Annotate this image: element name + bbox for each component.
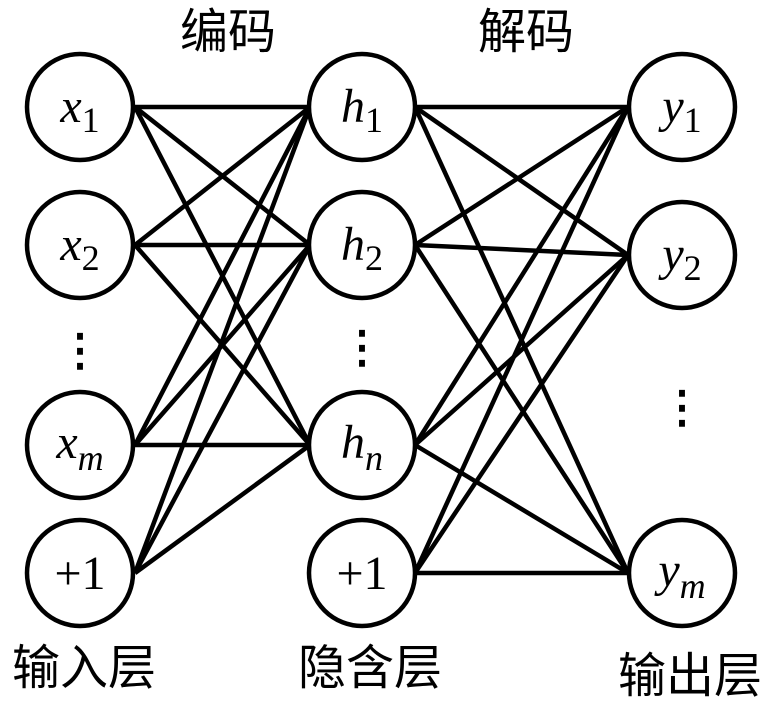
node-label: x2 <box>59 218 99 278</box>
input-node-xm: xm <box>24 389 136 501</box>
output-layer-label: 输出层 <box>618 648 762 704</box>
node-label: xm <box>55 416 103 478</box>
node-label: x1 <box>59 80 99 140</box>
node-label: y2 <box>657 228 701 288</box>
output-node-ym: ym <box>626 517 738 629</box>
edge <box>413 253 630 575</box>
input-ellipsis: ⋮ <box>58 326 102 375</box>
output-node-y2: y2 <box>626 199 738 311</box>
node-label: y1 <box>657 80 701 140</box>
edge <box>133 443 312 575</box>
output-ellipsis: ⋮ <box>660 383 704 432</box>
edge <box>413 443 630 575</box>
edge <box>133 243 312 575</box>
hidden-ellipsis: ⋮ <box>340 323 384 372</box>
hidden-node-h2: h2 <box>306 189 418 301</box>
hidden-node-h1: h1 <box>306 51 418 163</box>
hidden-bias-node: +1 <box>306 517 418 629</box>
edge <box>132 106 313 574</box>
input-bias-node: +1 <box>24 517 136 629</box>
input-layer-label: 输入层 <box>12 640 156 696</box>
node-label: h1 <box>341 80 383 140</box>
edge <box>413 243 630 575</box>
bias-label: +1 <box>54 547 105 600</box>
node-label: ym <box>653 544 705 606</box>
input-node-x2: x2 <box>24 189 136 301</box>
edge <box>133 105 312 247</box>
edge <box>133 105 312 447</box>
node-label: hn <box>341 416 383 478</box>
output-node-y1: y1 <box>626 51 738 163</box>
edge <box>413 253 630 447</box>
encoder-edges <box>132 104 313 575</box>
edge <box>414 242 629 258</box>
hidden-node-hn: hn <box>306 389 418 501</box>
edge <box>413 105 630 247</box>
edge <box>413 105 630 447</box>
bias-label: +1 <box>336 547 387 600</box>
decoder-edges <box>412 104 631 576</box>
edge <box>413 105 630 257</box>
node-label: h2 <box>341 218 383 278</box>
encode-label: 编码 <box>180 4 276 60</box>
hidden-layer-label: 隐含层 <box>298 640 442 696</box>
input-node-x1: x1 <box>24 51 136 163</box>
edge <box>412 106 631 574</box>
decode-label: 解码 <box>478 4 574 60</box>
